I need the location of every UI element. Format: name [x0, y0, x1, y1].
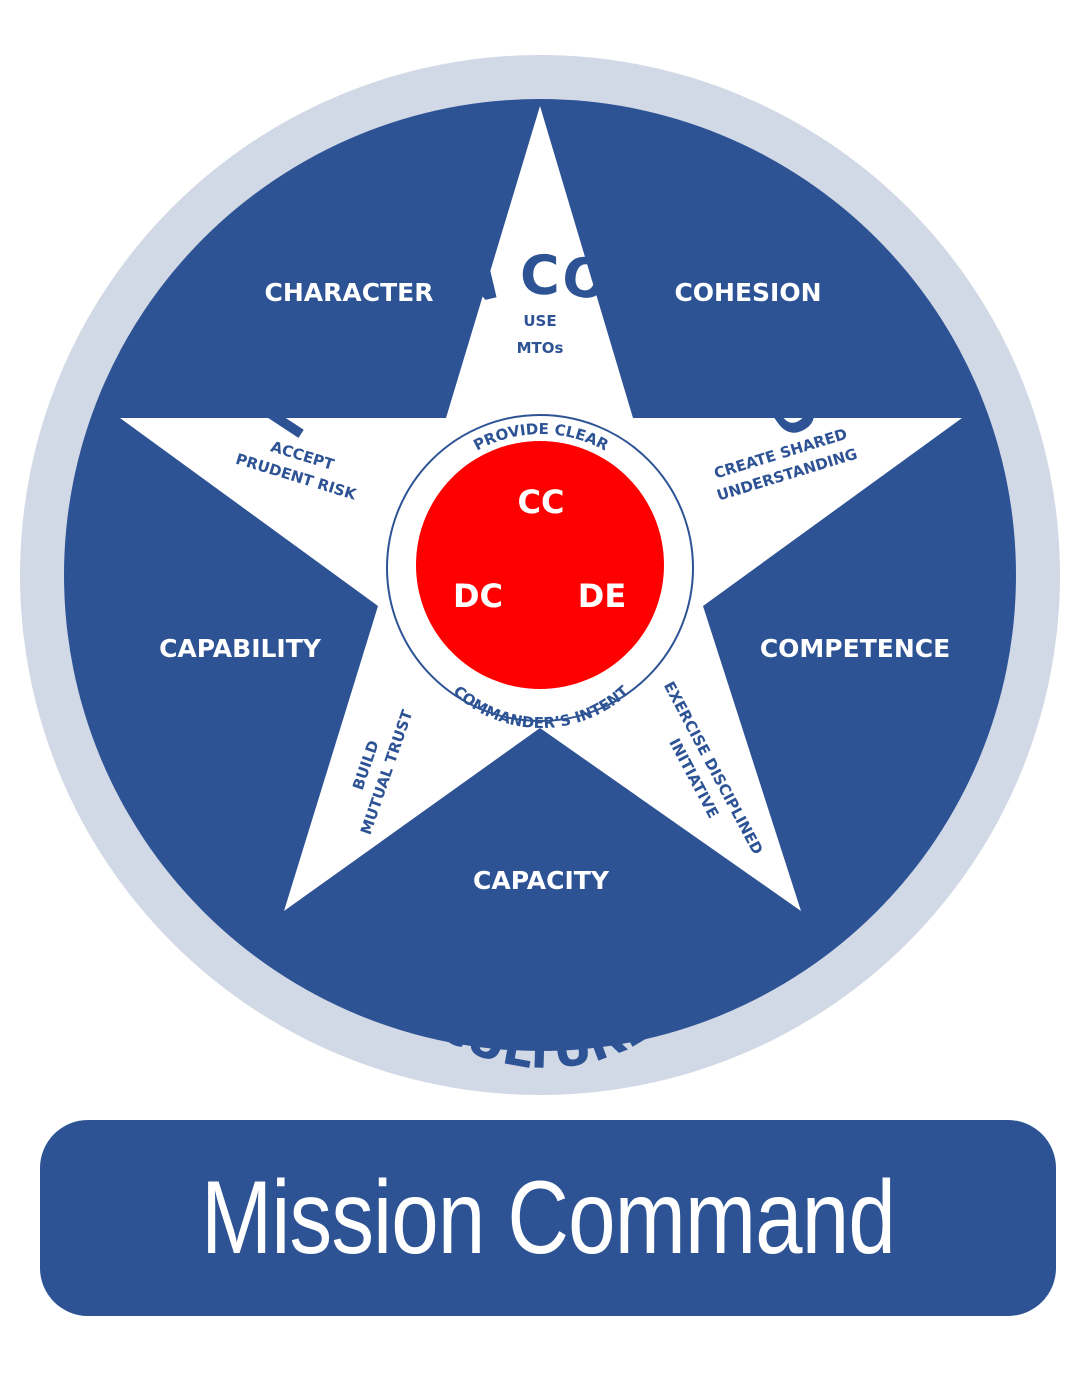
- svg-text:USE: USE: [523, 312, 556, 330]
- segment-character: CHARACTER: [265, 278, 434, 307]
- segment-capability: CAPABILITY: [159, 634, 322, 663]
- page-title: Mission Command: [201, 1159, 896, 1276]
- core-circle: [416, 441, 664, 689]
- segment-capacity: CAPACITY: [473, 866, 610, 895]
- segment-cohesion: COHESION: [674, 278, 821, 307]
- segment-competence: COMPETENCE: [760, 634, 950, 663]
- svg-text:MTOs: MTOs: [517, 339, 564, 357]
- core-dc: DC: [453, 577, 503, 615]
- core-de: DE: [578, 577, 626, 615]
- core-cc: CC: [518, 483, 565, 521]
- mission-command-diagram: MISSION COMMAND CULTURE CHARACTER COHESI…: [20, 55, 1060, 1095]
- title-banner: Mission Command: [40, 1120, 1056, 1316]
- principle-use-mtos: USE MTOs: [517, 312, 564, 357]
